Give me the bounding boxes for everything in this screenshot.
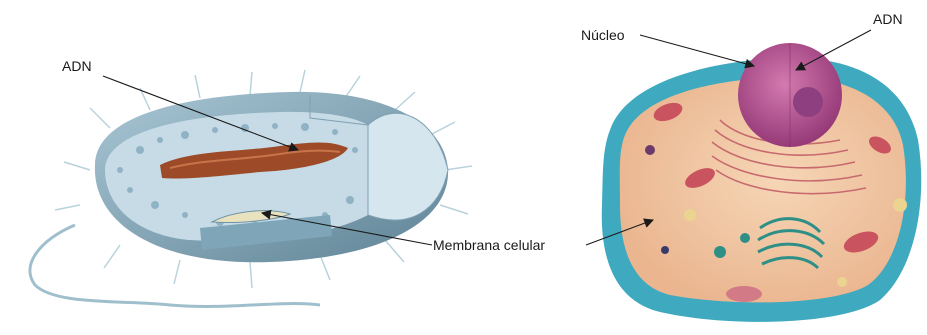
label-membrane: Membrana celular (433, 237, 545, 253)
label-prokaryote-dna: ADN (62, 58, 92, 74)
label-eukaryote-dna: ADN (873, 11, 903, 27)
label-nucleus: Núcleo (581, 27, 625, 43)
prokaryotic-cell-illustration (30, 70, 472, 306)
nucleolus (793, 87, 823, 117)
eukaryotic-cell-illustration (602, 43, 922, 322)
leader-line-nucleus (640, 35, 754, 66)
